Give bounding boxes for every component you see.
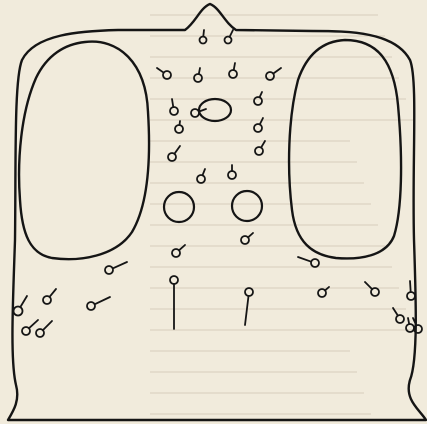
- seta-socket: [225, 37, 232, 44]
- seta-bristle: [20, 296, 27, 307]
- seta-bristle: [157, 68, 164, 73]
- seta-socket: [197, 175, 205, 183]
- setae-group: [14, 30, 423, 337]
- seta-bristle: [174, 146, 180, 154]
- seta-socket: [255, 147, 263, 155]
- seta: [36, 321, 52, 337]
- seta-bristle: [410, 281, 411, 292]
- seta-bristle: [298, 257, 311, 262]
- seta-socket: [87, 302, 95, 310]
- seta-bristle: [260, 118, 263, 124]
- seta-socket: [229, 70, 237, 78]
- seta-socket: [194, 74, 202, 82]
- seta: [413, 318, 422, 333]
- seta-bristle: [180, 121, 181, 125]
- body-outline: [8, 4, 426, 420]
- seta: [175, 121, 183, 133]
- seta-bristle: [248, 233, 253, 237]
- seta: [365, 282, 379, 296]
- seta-bristle: [261, 141, 265, 148]
- seta: [200, 30, 207, 44]
- seta-bristle: [234, 63, 235, 70]
- seta: [43, 289, 56, 304]
- seta-socket: [191, 109, 199, 117]
- seta-bristle: [179, 245, 185, 250]
- seta-socket: [396, 315, 404, 323]
- seta: [197, 169, 205, 183]
- seta-socket: [105, 266, 113, 274]
- seta-socket: [228, 171, 236, 179]
- seta: [170, 276, 178, 329]
- seta: [191, 109, 206, 117]
- seta-bristle: [29, 320, 38, 328]
- seta-bristle: [113, 262, 127, 268]
- seta-socket: [245, 288, 253, 296]
- seta-bristle: [50, 289, 57, 297]
- seta-bristle: [203, 169, 206, 175]
- left-large-pore: [164, 192, 194, 222]
- seta: [266, 68, 281, 80]
- seta-socket: [254, 97, 262, 105]
- seta: [229, 63, 237, 78]
- seta: [245, 288, 253, 325]
- seta: [255, 141, 265, 155]
- seta: [228, 165, 236, 179]
- seta-bristle: [230, 30, 233, 37]
- seta: [168, 146, 180, 161]
- seta: [172, 245, 185, 257]
- seta: [105, 262, 127, 274]
- seta-bristle: [260, 92, 262, 97]
- seta-bristle: [172, 99, 173, 107]
- seta-socket: [170, 107, 178, 115]
- seta-socket: [14, 307, 23, 316]
- seta-socket: [170, 276, 178, 284]
- seta-bristle: [365, 282, 372, 289]
- seta-socket: [200, 37, 207, 44]
- seta: [406, 318, 414, 332]
- seta-bristle: [273, 68, 281, 74]
- seta-bristle: [393, 308, 398, 316]
- left-eye-lobe: [19, 42, 149, 260]
- seta-bristle: [325, 287, 329, 290]
- seta-bristle: [203, 30, 204, 37]
- seta: [225, 30, 234, 44]
- seta: [407, 281, 415, 300]
- seta: [157, 68, 171, 79]
- seta-bristle: [408, 318, 409, 324]
- seta: [298, 257, 319, 267]
- right-eye-lobe: [289, 40, 401, 258]
- seta: [393, 308, 404, 323]
- seta-socket: [407, 292, 415, 300]
- seta-socket: [311, 259, 319, 267]
- seta: [254, 92, 262, 105]
- seta-socket: [175, 125, 183, 133]
- seta: [241, 233, 253, 244]
- right-large-pore: [232, 191, 262, 221]
- seta-bristle: [95, 297, 110, 304]
- seta: [14, 296, 28, 316]
- seta: [170, 99, 178, 115]
- seta: [254, 118, 263, 132]
- seta: [87, 297, 110, 310]
- seta-bristle: [199, 68, 200, 74]
- seta-bristle: [245, 296, 249, 325]
- seta: [318, 287, 329, 297]
- seta: [194, 68, 202, 82]
- seta-socket: [254, 124, 262, 132]
- seta-bristle: [43, 321, 52, 330]
- seta-socket: [406, 324, 414, 332]
